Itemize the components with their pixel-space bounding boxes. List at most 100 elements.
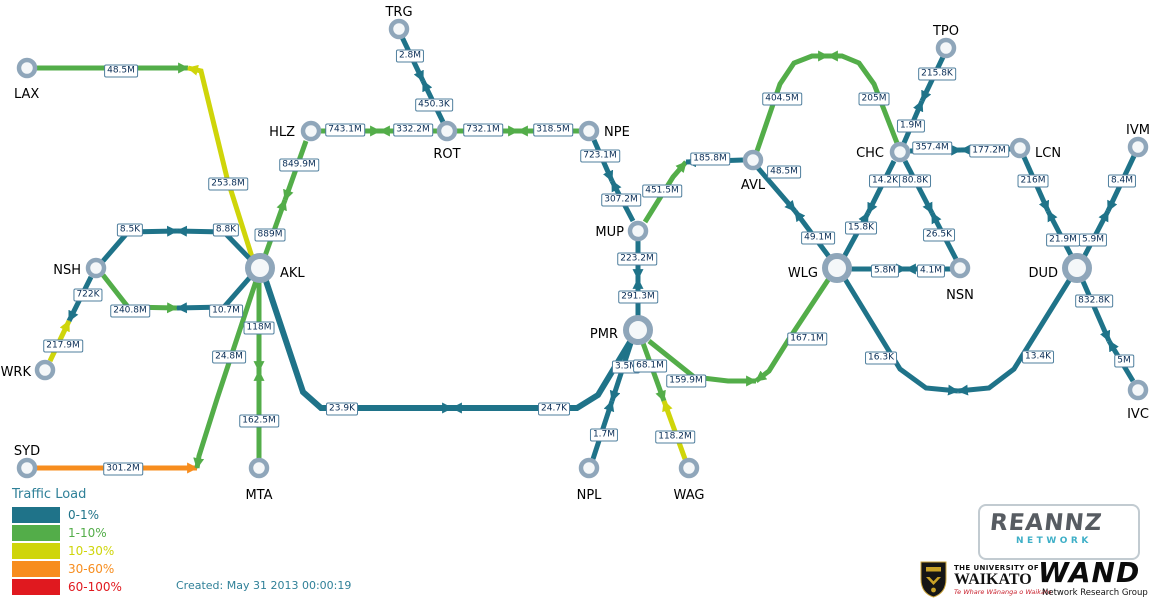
- traffic-label[interactable]: 3.5M: [611, 360, 641, 374]
- traffic-label[interactable]: 450.3K: [415, 98, 453, 112]
- traffic-label[interactable]: 318.5M: [533, 123, 573, 137]
- node-TPO[interactable]: [935, 37, 957, 59]
- legend-swatch: [12, 579, 60, 595]
- traffic-label[interactable]: 301.2M: [103, 462, 143, 476]
- node-NPE[interactable]: [578, 120, 600, 142]
- traffic-label[interactable]: 217.9M: [43, 339, 83, 353]
- traffic-label[interactable]: 216M: [1017, 174, 1049, 188]
- traffic-label[interactable]: 215.8K: [918, 67, 956, 81]
- traffic-label[interactable]: 743.1M: [325, 123, 365, 137]
- link-arrow[interactable]: [262, 198, 288, 257]
- traffic-label[interactable]: 15.8K: [845, 221, 877, 235]
- traffic-label[interactable]: 10.7M: [209, 304, 243, 318]
- link-arrow[interactable]: [661, 399, 688, 460]
- traffic-label[interactable]: 8.5K: [116, 223, 144, 237]
- traffic-label[interactable]: 240.8M: [110, 304, 150, 318]
- traffic-label[interactable]: 253.8M: [208, 177, 248, 191]
- traffic-label[interactable]: 832.8K: [1075, 294, 1113, 308]
- traffic-label[interactable]: 167.1M: [787, 332, 827, 346]
- traffic-label[interactable]: 1.9M: [896, 119, 926, 133]
- node-CHC[interactable]: [889, 141, 911, 163]
- traffic-label[interactable]: 291.3M: [618, 290, 658, 304]
- reannz-logo: REANNZ NETWORK: [978, 504, 1140, 560]
- link-arrow[interactable]: [263, 280, 454, 414]
- traffic-label[interactable]: 357.4M: [912, 141, 952, 155]
- link-arrow[interactable]: [1079, 278, 1112, 343]
- traffic-label[interactable]: 162.5M: [239, 414, 279, 428]
- traffic-label[interactable]: 118M: [243, 321, 275, 335]
- traffic-label[interactable]: 26.5K: [923, 228, 955, 242]
- traffic-label[interactable]: 16.3K: [865, 351, 897, 365]
- traffic-label[interactable]: 223.2M: [617, 252, 657, 266]
- traffic-label[interactable]: 732.1M: [463, 123, 503, 137]
- traffic-label[interactable]: 14.2K: [869, 174, 901, 188]
- traffic-label[interactable]: 48.5M: [767, 165, 801, 179]
- node-LAX[interactable]: [16, 57, 38, 79]
- traffic-label[interactable]: 307.2M: [601, 193, 641, 207]
- node-NPL[interactable]: [578, 457, 600, 479]
- traffic-label[interactable]: 2.8M: [395, 49, 425, 63]
- node-SYD[interactable]: [16, 457, 38, 479]
- traffic-label[interactable]: 5.8M: [870, 264, 900, 278]
- traffic-label[interactable]: 8.4M: [1107, 174, 1137, 188]
- node-IVM[interactable]: [1127, 136, 1149, 158]
- node-AVL[interactable]: [742, 149, 764, 171]
- traffic-label[interactable]: 722K: [73, 288, 103, 302]
- node-TRG[interactable]: [388, 18, 410, 40]
- node-WLG[interactable]: [822, 253, 852, 283]
- traffic-label[interactable]: 13.4K: [1022, 350, 1054, 364]
- traffic-label[interactable]: 451.5M: [642, 184, 682, 198]
- wand-subtitle: Network Research Group: [1042, 588, 1148, 598]
- link-arrow[interactable]: [186, 64, 255, 258]
- traffic-label[interactable]: 5M: [1114, 354, 1134, 368]
- link-arrow[interactable]: [647, 339, 758, 387]
- traffic-label[interactable]: 1.7M: [589, 428, 619, 442]
- node-label-CHC: CHC: [856, 146, 884, 161]
- traffic-label[interactable]: 205M: [858, 92, 890, 106]
- traffic-label[interactable]: 118.2M: [655, 430, 695, 444]
- traffic-label[interactable]: 49.1M: [801, 231, 835, 245]
- node-PMR[interactable]: [623, 315, 653, 345]
- traffic-label[interactable]: 849.9M: [279, 158, 319, 172]
- traffic-label[interactable]: 5.9M: [1078, 233, 1108, 247]
- traffic-load-legend: Traffic Load 0-1%1-10%10-30%30-60%60-100…: [12, 487, 122, 596]
- link-arrow[interactable]: [842, 277, 960, 396]
- link-arrow[interactable]: [642, 160, 688, 224]
- node-MTA[interactable]: [248, 457, 270, 479]
- node-AKL[interactable]: [245, 253, 275, 283]
- traffic-label[interactable]: 24.8M: [212, 350, 246, 364]
- node-WAG[interactable]: [678, 457, 700, 479]
- traffic-label[interactable]: 889M: [254, 228, 286, 242]
- traffic-label[interactable]: 48.5M: [104, 64, 138, 78]
- traffic-label[interactable]: 23.9K: [326, 402, 358, 416]
- traffic-label[interactable]: 4.1M: [916, 264, 946, 278]
- traffic-label[interactable]: 177.2M: [969, 144, 1009, 158]
- node-LCN[interactable]: [1009, 137, 1031, 159]
- link-arrow[interactable]: [193, 280, 259, 470]
- node-IVC[interactable]: [1127, 379, 1149, 401]
- traffic-label[interactable]: 723.1M: [580, 149, 620, 163]
- traffic-label[interactable]: 159.9M: [666, 374, 706, 388]
- traffic-label[interactable]: 332.2M: [393, 123, 433, 137]
- link-arrow[interactable]: [756, 166, 797, 213]
- traffic-label[interactable]: 24.7K: [538, 402, 570, 416]
- traffic-label[interactable]: 404.5M: [762, 92, 802, 106]
- link-arrow[interactable]: [956, 277, 1073, 396]
- node-MUP[interactable]: [627, 220, 649, 242]
- node-ROT[interactable]: [436, 120, 458, 142]
- traffic-label[interactable]: 21.9M: [1046, 233, 1080, 247]
- node-NSH[interactable]: [85, 257, 107, 279]
- node-DUD[interactable]: [1062, 253, 1092, 283]
- node-label-WLG: WLG: [788, 266, 818, 281]
- node-NSN[interactable]: [949, 257, 971, 279]
- node-HLZ[interactable]: [300, 120, 322, 142]
- traffic-label[interactable]: 68.1M: [633, 359, 667, 373]
- node-WRK[interactable]: [34, 359, 56, 381]
- traffic-label[interactable]: 80.8K: [899, 174, 931, 188]
- traffic-label[interactable]: 8.8K: [212, 223, 240, 237]
- link-arrow[interactable]: [841, 211, 871, 259]
- link-arrow[interactable]: [754, 50, 830, 152]
- link-arrow[interactable]: [754, 275, 833, 383]
- traffic-label[interactable]: 185.8M: [690, 152, 730, 166]
